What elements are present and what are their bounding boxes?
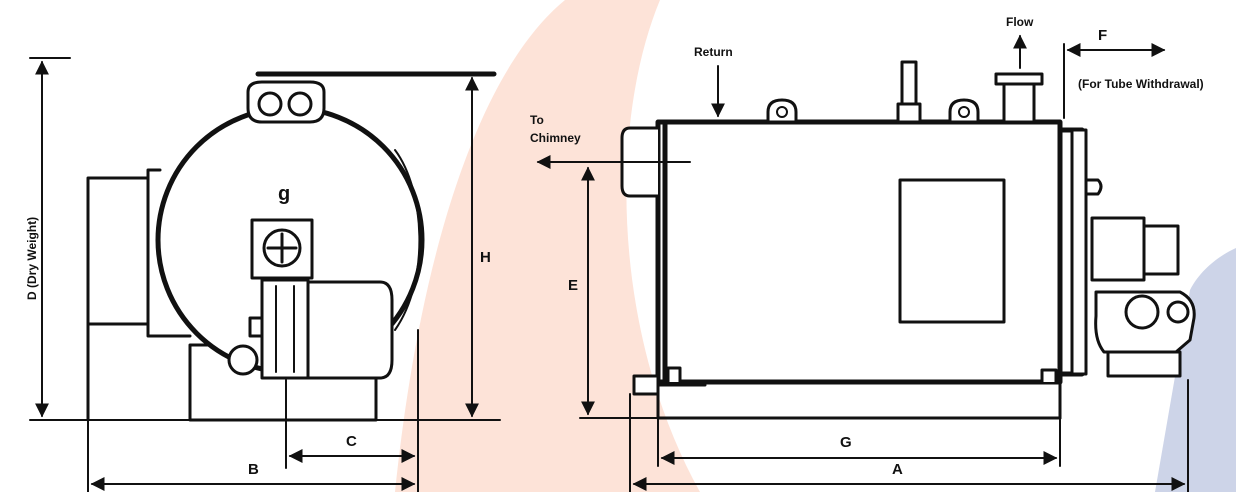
burner-head	[1090, 216, 1146, 282]
burner-motor-cap	[1142, 224, 1180, 276]
front-burner-motor	[306, 280, 394, 380]
dim-e-label: E	[568, 277, 578, 294]
side-foot-right	[1040, 368, 1058, 384]
front-burner-knob	[227, 344, 259, 376]
front-burner-dial	[262, 228, 302, 268]
burner-fan-left	[1124, 294, 1160, 330]
front-burner-tab	[248, 316, 264, 338]
side-drain-valve	[632, 374, 660, 396]
return-label: Return	[694, 45, 733, 59]
front-gauge-symbol: g	[278, 183, 290, 205]
burner-base	[1106, 350, 1182, 378]
side-safety-valve-base	[896, 102, 922, 124]
dim-a-label: A	[892, 461, 903, 478]
side-foot-left	[666, 366, 682, 384]
side-rear-hinge	[1084, 178, 1103, 196]
front-view: D (Dry Weight) g H	[25, 57, 501, 492]
dim-b-label: B	[248, 461, 259, 478]
side-lug-right-hole	[958, 106, 970, 118]
dim-f-label: F	[1098, 27, 1107, 44]
flow-label: Flow	[1006, 15, 1034, 29]
front-burner-column	[260, 278, 310, 380]
side-view: To Chimney Flow Return E	[530, 15, 1204, 492]
side-lug-left	[766, 98, 798, 124]
dim-c-label: C	[346, 433, 357, 450]
front-fitting-ring-left	[257, 91, 283, 117]
front-housing-step	[146, 168, 162, 180]
front-shell-rim	[394, 149, 421, 331]
front-fitting-ring-right	[287, 91, 313, 117]
burner-fan-right	[1166, 300, 1190, 324]
side-lug-left-hole	[776, 106, 788, 118]
background-blue-shape	[1155, 248, 1236, 492]
dim-d-label: D (Dry Weight)	[25, 217, 39, 300]
chimney-label-line2: Chimney	[530, 131, 581, 145]
side-lug-right	[948, 98, 980, 124]
side-flow-pipe	[1002, 80, 1036, 124]
side-rear-door	[1070, 128, 1088, 376]
front-base-left	[86, 322, 192, 422]
chimney-label-line1: To	[530, 113, 544, 127]
dim-h-label: H	[480, 249, 491, 266]
dim-g-label: G	[840, 434, 852, 451]
front-left-housing	[86, 176, 150, 326]
side-inspection-panel	[898, 178, 1006, 324]
tube-withdrawal-label: (For Tube Withdrawal)	[1078, 77, 1204, 91]
side-flow-flange	[994, 72, 1044, 86]
